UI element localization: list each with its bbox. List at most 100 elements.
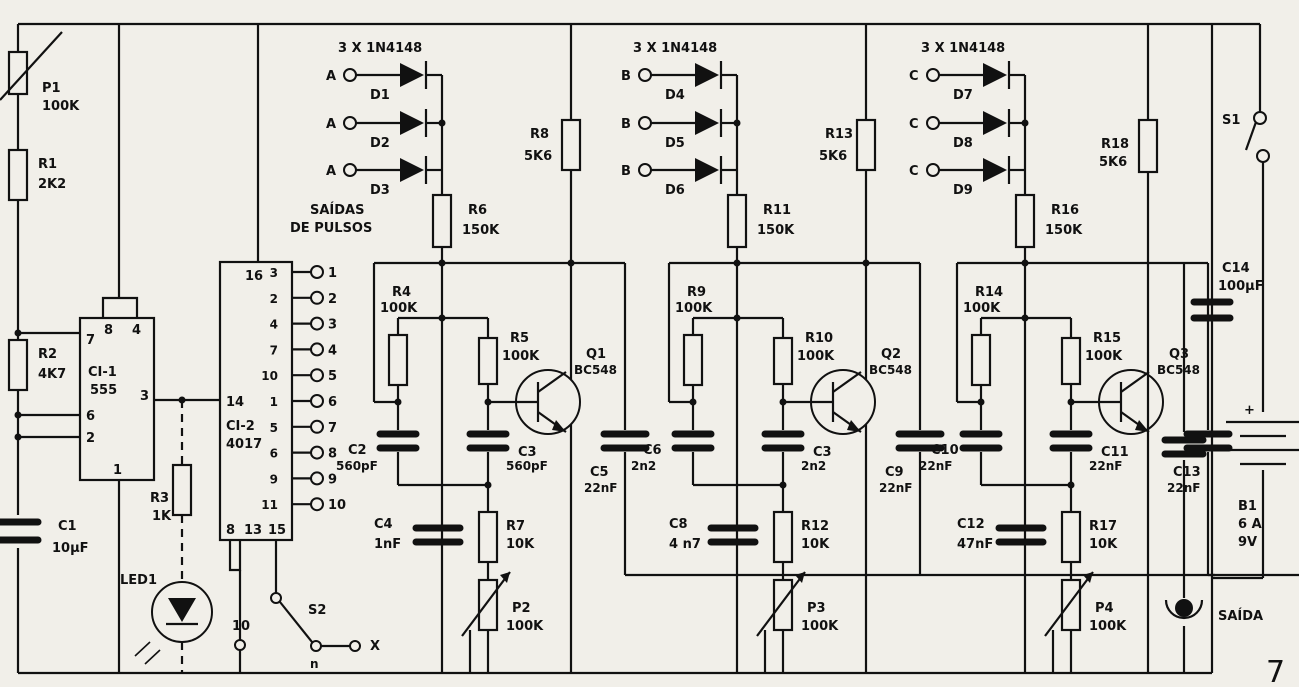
output-number: 3: [328, 318, 337, 333]
c-value: 560pF: [336, 459, 378, 473]
input-terminal: [926, 68, 940, 82]
diode-d4: B D4: [621, 61, 737, 103]
r-label: R15: [1093, 331, 1121, 346]
output-terminal: [310, 497, 324, 512]
output-terminal: [310, 368, 324, 383]
r-value: 100K: [1085, 349, 1123, 364]
input-terminal: [926, 163, 940, 177]
resistor-r3: [171, 463, 193, 517]
pot-label: P4: [1095, 601, 1114, 616]
svg-text:n: n: [310, 657, 319, 671]
resistor-r14: [970, 333, 992, 387]
capacitor-c6: [671, 430, 715, 452]
input-letter: B: [621, 117, 631, 132]
resistor-r1: [7, 148, 29, 202]
stage-2: 3 X 1N4148BD4BD5BD6R11150KR9100KR10100KC…: [621, 24, 1215, 673]
diode-label: D5: [665, 136, 685, 151]
output-terminal: [310, 290, 324, 305]
s1-label: S1: [1222, 113, 1240, 128]
input-terminal: [343, 68, 357, 82]
r-value: 10K: [801, 537, 830, 552]
p1-label: P1: [42, 81, 61, 96]
svg-text:14: 14: [226, 395, 244, 410]
capacitor-c10: [959, 430, 1003, 452]
r-label: R5: [510, 331, 529, 346]
svg-text:2: 2: [86, 431, 95, 446]
r3-label: R3: [150, 491, 169, 506]
output-terminal: [310, 471, 324, 486]
r1-value: 2K2: [38, 177, 66, 192]
output-number: 1: [328, 266, 337, 281]
r-label: R10: [805, 331, 833, 346]
svg-text:+: +: [1244, 403, 1255, 418]
pot-value: 100K: [1089, 619, 1127, 634]
q-label: Q2: [881, 347, 901, 362]
switch-s2: [279, 601, 313, 643]
input-letter: C: [909, 69, 919, 84]
capacitor-c13: [1183, 430, 1233, 452]
c-label: C6: [643, 443, 662, 458]
r-label: R6: [468, 203, 487, 218]
capacitor-c9: [895, 430, 945, 452]
output-number: 10: [328, 498, 346, 513]
diode-d9: CD9: [909, 156, 1025, 198]
saida-label: SAÍDA: [1218, 608, 1263, 624]
capacitor-c5: [600, 430, 650, 452]
r-value: 100K: [380, 301, 418, 316]
svg-text:3: 3: [140, 389, 149, 404]
c-value: 22nF: [584, 481, 617, 495]
capacitor-c3b: [761, 430, 805, 452]
svg-text:10: 10: [232, 619, 250, 634]
diode-label: D8: [953, 136, 973, 151]
r-label: R11: [763, 203, 791, 218]
r1-label: R1: [38, 157, 57, 172]
r-value: 5K6: [819, 149, 847, 164]
c-label: C5: [590, 465, 609, 480]
output-pin-number: 4: [270, 318, 278, 332]
figure-number: 7: [1266, 655, 1285, 687]
input-letter: B: [621, 69, 631, 84]
r-label: R12: [801, 519, 829, 534]
output-number: 8: [328, 447, 337, 462]
transistor-q2: [783, 369, 876, 435]
resistor-r11: [726, 193, 748, 249]
r-value: 10K: [506, 537, 535, 552]
c-label: C8: [669, 517, 688, 532]
r-label: R18: [1101, 137, 1129, 152]
r-label: R13: [825, 127, 853, 142]
diode-d6: BD6: [621, 156, 737, 198]
pot-value: 100K: [506, 619, 544, 634]
pot-label: P3: [807, 601, 826, 616]
q-value: BC548: [574, 363, 617, 377]
output-terminal: [310, 265, 324, 279]
r-label: R17: [1089, 519, 1117, 534]
resistor-r5: [477, 336, 499, 386]
terminal-10: [234, 639, 246, 651]
c-label: C2: [348, 443, 367, 458]
input-letter: A: [326, 164, 336, 179]
svg-text:13: 13: [244, 523, 262, 538]
b1-value-2: 9V: [1238, 535, 1257, 550]
power-rails: [18, 22, 1260, 675]
diode-label: D9: [953, 183, 973, 198]
pot-label: P2: [512, 601, 531, 616]
resistor-r2: [7, 338, 29, 392]
output-number: 9: [328, 472, 337, 487]
pot-value: 100K: [801, 619, 839, 634]
capacitor-c12: [995, 524, 1047, 546]
output-terminal: [310, 316, 324, 331]
svg-text:15: 15: [268, 523, 286, 538]
r2-label: R2: [38, 347, 57, 362]
diode-label: D4: [665, 88, 685, 103]
c-label: C9: [885, 465, 904, 480]
output-number: 4: [328, 343, 337, 358]
svg-text:1: 1: [113, 463, 122, 478]
diode-d7: CD7: [909, 61, 1025, 103]
